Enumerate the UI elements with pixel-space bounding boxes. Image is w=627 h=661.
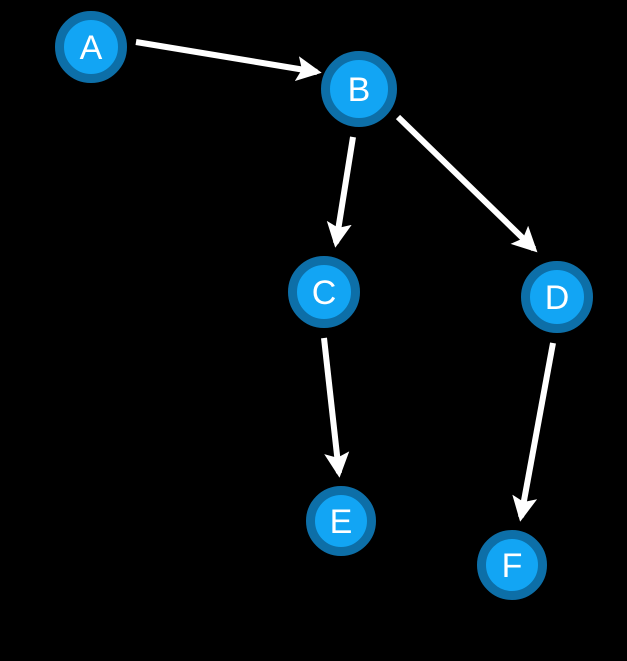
edges-layer	[135, 39, 556, 522]
graph-node-f[interactable]: F	[477, 530, 547, 600]
graph-node-b[interactable]: B	[321, 51, 397, 127]
graph-node-circle-b[interactable]	[321, 51, 397, 127]
graph-edge-b-to-c	[326, 136, 356, 248]
graph-node-circle-e[interactable]	[306, 486, 376, 556]
nodes-layer: A B C D E F	[55, 11, 593, 600]
graph-node-e[interactable]: E	[306, 486, 376, 556]
graph-node-a[interactable]: A	[55, 11, 127, 83]
graph-node-circle-f[interactable]	[477, 530, 547, 600]
graph-node-circle-c[interactable]	[288, 256, 360, 328]
graph-edge-c-to-e	[321, 337, 350, 478]
graph-edge-d-to-f	[512, 342, 556, 522]
graph-node-c[interactable]: C	[288, 256, 360, 328]
graph-node-circle-d[interactable]	[521, 261, 593, 333]
graph-node-circle-a[interactable]	[55, 11, 127, 83]
graph-edge-a-to-b	[135, 39, 322, 82]
graph-node-d[interactable]: D	[521, 261, 593, 333]
graph-edge-b-to-d	[395, 114, 538, 253]
